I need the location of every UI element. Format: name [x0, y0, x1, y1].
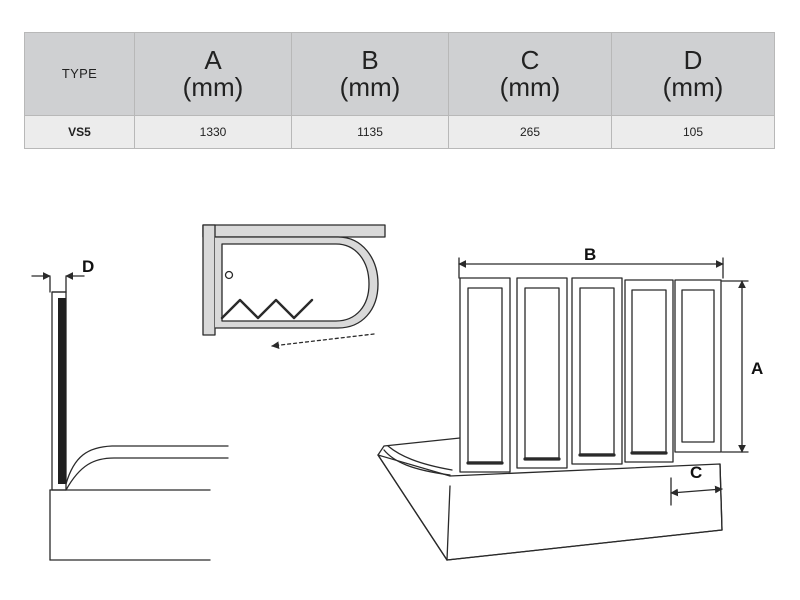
dimension-label-d: D: [82, 257, 94, 276]
model-cell: VS5: [24, 115, 135, 149]
col-letter: D: [683, 45, 703, 75]
value-cell-c: 265: [448, 115, 612, 149]
col-unit: (mm): [662, 72, 724, 102]
dimension-label-a: A: [751, 359, 763, 378]
col-header-c: C (mm): [448, 32, 612, 116]
top-view: [202, 224, 386, 350]
spec-table: TYPE A (mm) B (mm) C (mm) D (mm) VS5 133…: [24, 32, 775, 149]
perspective-view: B A C: [377, 245, 763, 561]
table-row: VS5 1330 1135 265 105: [24, 115, 775, 149]
col-header-d: D (mm): [611, 32, 775, 116]
dimension-label-c: C: [690, 463, 702, 482]
col-letter: A: [204, 45, 222, 75]
col-letter: B: [361, 45, 379, 75]
col-unit: (mm): [182, 72, 244, 102]
col-unit: (mm): [339, 72, 401, 102]
value-cell-a: 1330: [134, 115, 292, 149]
value-cell-b: 1135: [291, 115, 449, 149]
col-header-b: B (mm): [291, 32, 449, 116]
value-cell-d: 105: [611, 115, 775, 149]
table-header-row: TYPE A (mm) B (mm) C (mm) D (mm): [24, 32, 775, 116]
dimension-label-b: B: [584, 245, 596, 264]
col-letter: C: [520, 45, 540, 75]
col-unit: (mm): [499, 72, 561, 102]
side-view: D: [31, 257, 229, 561]
type-header: TYPE: [24, 32, 135, 116]
